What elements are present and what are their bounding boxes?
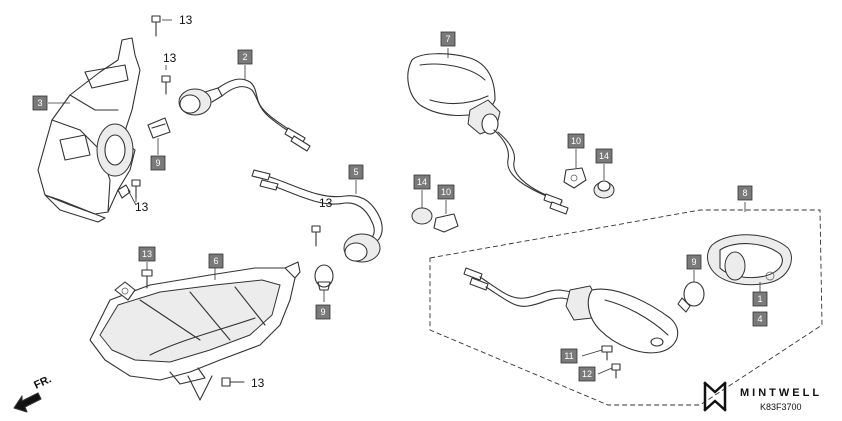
part-10-clip-top (563, 149, 587, 189)
callout-number: 7 (445, 34, 450, 44)
callout-c11: 11 (560, 348, 578, 364)
callout-box (578, 366, 596, 382)
callout-c4: 4 (752, 311, 768, 327)
callout-number: 11 (564, 351, 573, 361)
callout-c13a: 13 (179, 13, 193, 27)
callout-box (348, 164, 364, 180)
callout-c5: 5 (348, 164, 364, 180)
callout-c8: 8 (737, 185, 753, 201)
part-2-socket (178, 65, 311, 152)
screw-13-boxed (141, 262, 153, 289)
callout-number: 5 (353, 167, 358, 177)
callout-number: 2 (242, 52, 247, 62)
bulb-9-center (314, 264, 334, 302)
part-5-socket (251, 169, 383, 263)
screw-13-mid (161, 65, 171, 95)
callout-c7: 7 (440, 31, 456, 47)
callout-c2: 2 (237, 49, 253, 65)
part-3-bracket (37, 37, 141, 223)
callout-c12: 12 (578, 366, 596, 382)
callout-c10a: 10 (567, 133, 585, 149)
callout-box (150, 155, 166, 171)
callout-number: 8 (742, 188, 747, 198)
front-arrow-label: FR. (32, 373, 53, 391)
callout-c13d: 13 (319, 196, 333, 210)
callout-box (440, 31, 456, 47)
callout-box (315, 304, 331, 320)
callout-c6: 6 (208, 253, 224, 269)
callout-box (138, 246, 156, 262)
callout-number: 3 (37, 98, 42, 108)
callout-number: 13 (142, 249, 152, 259)
callout-box (686, 254, 702, 270)
callout-number: 13 (179, 13, 193, 27)
callout-c9b: 9 (315, 304, 331, 320)
callout-box (437, 184, 455, 200)
screw-13-top (151, 15, 172, 37)
front-direction-arrow (13, 392, 42, 413)
part-14-grommet-top (593, 164, 615, 199)
screw-12 (597, 363, 621, 379)
screw-11 (581, 345, 613, 361)
callout-c13b: 13 (163, 51, 177, 65)
callout-box (567, 133, 585, 149)
screw-13-center (311, 225, 321, 247)
callout-c1: 1 (752, 291, 768, 307)
part-8-turn-signal-rear (463, 267, 679, 354)
diagram-code: K83F3700 (760, 402, 802, 412)
callout-number: 13 (163, 51, 177, 65)
callout-box (737, 185, 753, 201)
part-10-clip-mid (433, 200, 459, 233)
bulb-9-left (147, 117, 171, 155)
callout-box (595, 148, 613, 164)
callout-number: 9 (320, 307, 325, 317)
callout-box (560, 348, 578, 364)
callout-number: 14 (599, 151, 609, 161)
callout-number: 13 (251, 376, 265, 390)
assembly-8-outline (429, 209, 823, 406)
part-14-grommet-mid (411, 190, 433, 225)
callout-number: 4 (757, 314, 762, 324)
callout-number: 12 (582, 369, 592, 379)
callout-number: 9 (155, 158, 160, 168)
callout-c10b: 10 (437, 184, 455, 200)
bulb-9-right (677, 270, 705, 313)
callout-box (208, 253, 224, 269)
screw-13-low (131, 179, 141, 202)
callout-c13box: 13 (138, 246, 156, 262)
callout-box (413, 174, 431, 190)
part-6-housing (89, 261, 301, 401)
callout-c14b: 14 (413, 174, 431, 190)
callout-number: 13 (319, 196, 333, 210)
brand-name: MINTWELL (740, 387, 822, 399)
callout-c9c: 9 (686, 254, 702, 270)
callout-box (237, 49, 253, 65)
part-7-turn-signal (407, 48, 569, 215)
callout-number: 10 (571, 136, 581, 146)
callout-number: 9 (691, 257, 696, 267)
callout-c14a: 14 (595, 148, 613, 164)
callout-box (752, 311, 768, 327)
callout-c13e: 13 (251, 376, 265, 390)
callout-number: 1 (757, 294, 762, 304)
callout-number: 13 (135, 200, 149, 214)
part-1-lens (707, 234, 792, 295)
callout-number: 10 (441, 187, 451, 197)
brand-logo (703, 381, 727, 412)
screw-13-bottom (221, 377, 245, 387)
callout-c13c: 13 (135, 200, 149, 214)
callout-c9a: 9 (150, 155, 166, 171)
callout-c3: 3 (32, 95, 48, 111)
callout-box (752, 291, 768, 307)
callout-number: 6 (213, 256, 218, 266)
callout-number: 14 (417, 177, 427, 187)
callout-box (32, 95, 48, 111)
